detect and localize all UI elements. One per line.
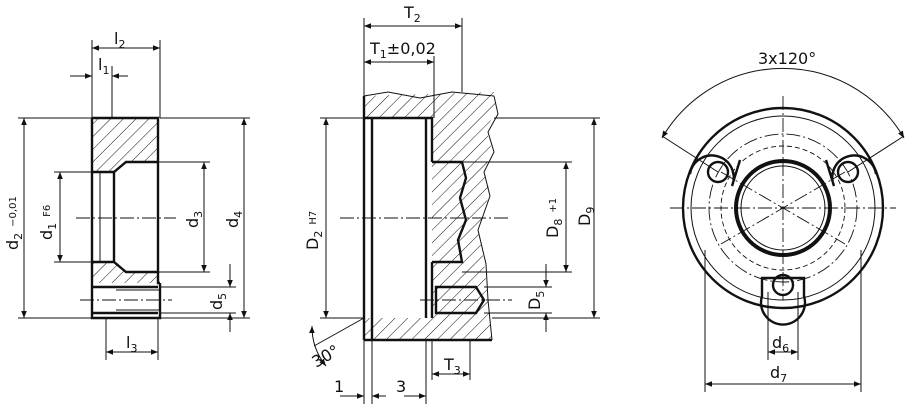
label-T2: T2 — [403, 3, 421, 25]
label-D5: D5 — [525, 291, 547, 310]
label-pattern: 3x120° — [758, 49, 816, 68]
label-l2: l2 — [114, 29, 125, 51]
right-front-view — [661, 67, 905, 392]
right-view-labels: 3x120° d6 d7 — [758, 49, 816, 385]
middle-section-view — [309, 18, 600, 404]
label-T1: T1±0,02 — [369, 39, 436, 61]
label-d2: d2−0,01 — [3, 196, 25, 250]
label-angle: 30° — [309, 341, 343, 372]
left-section-view — [18, 40, 250, 360]
label-d4: d4 — [223, 211, 245, 228]
label-D8: D8+1 — [543, 198, 565, 238]
left-view-labels: l2 l1 l3 d2−0,01 d1F6 d3 d4 d5 — [3, 29, 245, 355]
lobe-top-right — [824, 154, 878, 187]
lobe-bottom — [759, 273, 807, 326]
label-d7: d7 — [770, 363, 787, 385]
label-D2: D2H7 — [303, 211, 325, 250]
label-d6: d6 — [772, 333, 789, 355]
label-l3: l3 — [126, 333, 137, 355]
lobe-top-left — [688, 154, 742, 187]
label-d3: d3 — [183, 211, 205, 228]
label-dim-1: 1 — [334, 377, 344, 396]
label-l1: l1 — [98, 55, 109, 77]
label-dim-3: 3 — [396, 377, 406, 396]
label-d1: d1F6 — [37, 205, 59, 240]
label-d5: d5 — [207, 293, 229, 310]
label-D9: D9 — [575, 207, 597, 226]
label-T3: T3 — [443, 355, 461, 377]
